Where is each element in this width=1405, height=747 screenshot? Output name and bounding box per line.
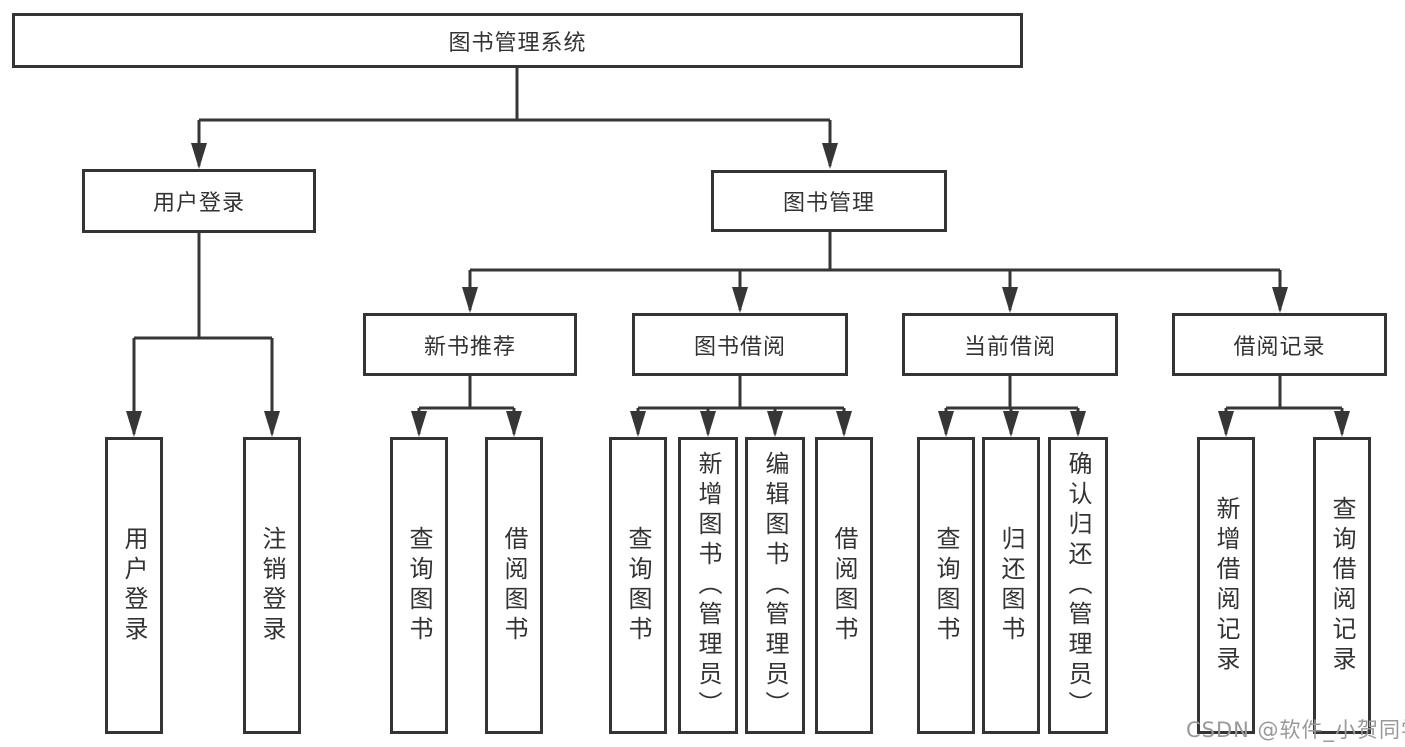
node-label: 注销登录 xyxy=(258,525,286,646)
connector-line xyxy=(468,231,1282,310)
node-label: 查询图书 xyxy=(624,525,652,646)
leaf-query-borrow-record: 查询借阅记录 xyxy=(1313,437,1371,734)
leaf-borrow-books: 借阅图书 xyxy=(815,437,873,734)
node-user-login: 用户登录 xyxy=(82,169,316,233)
arrowhead-icon xyxy=(1002,287,1018,313)
leaf-borrow-books-recommend: 借阅图书 xyxy=(485,437,543,734)
connector-line xyxy=(132,232,274,434)
arrowhead-icon xyxy=(264,411,280,437)
arrowhead-icon xyxy=(822,143,838,169)
connector-records-children xyxy=(1218,376,1350,437)
arrowhead-icon xyxy=(126,411,142,437)
node-label: 编辑图书（管理员） xyxy=(761,450,789,721)
connector-current-borrow-children xyxy=(938,376,1086,437)
node-book-management: 图书管理 xyxy=(711,170,947,232)
node-label: 归还图书 xyxy=(997,525,1025,646)
leaf-add-book-admin: 新增图书（管理员） xyxy=(678,437,738,734)
node-label: 查询借阅记录 xyxy=(1328,495,1356,676)
node-label: 借阅记录 xyxy=(1233,334,1326,360)
node-book-management-system: 图书管理系统 xyxy=(12,13,1023,68)
leaf-add-borrow-record: 新增借阅记录 xyxy=(1197,437,1255,734)
csdn-watermark: CSDN @软件_小贺同学 xyxy=(1186,718,1405,742)
node-label: 确认归还（管理员） xyxy=(1064,450,1092,721)
arrowhead-icon xyxy=(938,411,954,437)
node-label: 查询图书 xyxy=(405,525,433,646)
arrowhead-icon xyxy=(1334,411,1350,437)
connector-line xyxy=(417,376,516,434)
connector-new-book-children xyxy=(411,376,522,437)
node-label: 用户登录 xyxy=(120,525,148,646)
node-label: 图书管理系统 xyxy=(448,30,587,56)
arrowhead-icon xyxy=(700,411,716,437)
node-label: 借阅图书 xyxy=(830,525,858,646)
leaf-logout: 注销登录 xyxy=(243,437,301,734)
arrowhead-icon xyxy=(411,411,427,437)
connector-line xyxy=(197,68,832,166)
arrowhead-icon xyxy=(1003,411,1019,437)
node-new-book-recommendation: 新书推荐 xyxy=(363,313,577,376)
leaf-edit-book-admin: 编辑图书（管理员） xyxy=(745,437,805,734)
node-label: 图书借阅 xyxy=(693,334,786,360)
leaf-return-books: 归还图书 xyxy=(982,437,1040,734)
connector-book-mgmt-to-groups xyxy=(462,231,1288,313)
connector-line xyxy=(1224,376,1344,434)
node-current-borrowing: 当前借阅 xyxy=(902,313,1118,376)
node-label: 新增借阅记录 xyxy=(1212,495,1240,676)
node-label: 新增图书（管理员） xyxy=(694,450,722,721)
arrowhead-icon xyxy=(1272,287,1288,313)
connector-user-login-children xyxy=(126,232,280,437)
arrowhead-icon xyxy=(462,287,478,313)
node-book-borrowing: 图书借阅 xyxy=(632,313,848,376)
node-label: 查询图书 xyxy=(932,525,960,646)
connector-root-to-level2 xyxy=(191,68,838,169)
arrowhead-icon xyxy=(836,411,852,437)
node-borrowing-records: 借阅记录 xyxy=(1172,313,1387,376)
leaf-query-books-current: 查询图书 xyxy=(917,437,975,734)
node-label: 新书推荐 xyxy=(423,334,516,360)
node-label: 用户登录 xyxy=(152,191,245,216)
node-label: 当前借阅 xyxy=(963,334,1056,360)
arrowhead-icon xyxy=(1218,411,1234,437)
connector-book-borrow-children xyxy=(630,376,852,437)
leaf-query-books-recommend: 查询图书 xyxy=(390,437,448,734)
arrowhead-icon xyxy=(1070,411,1086,437)
arrowhead-icon xyxy=(630,411,646,437)
connector-line xyxy=(636,376,846,434)
node-label: 图书管理 xyxy=(782,191,875,216)
arrowhead-icon xyxy=(191,143,207,169)
leaf-user-login: 用户登录 xyxy=(105,437,163,734)
arrowhead-icon xyxy=(767,411,783,437)
leaf-query-books-borrow: 查询图书 xyxy=(609,437,667,734)
arrowhead-icon xyxy=(732,287,748,313)
arrowhead-icon xyxy=(506,411,522,437)
node-label: 借阅图书 xyxy=(500,525,528,646)
leaf-confirm-return-admin: 确认归还（管理员） xyxy=(1048,437,1108,734)
